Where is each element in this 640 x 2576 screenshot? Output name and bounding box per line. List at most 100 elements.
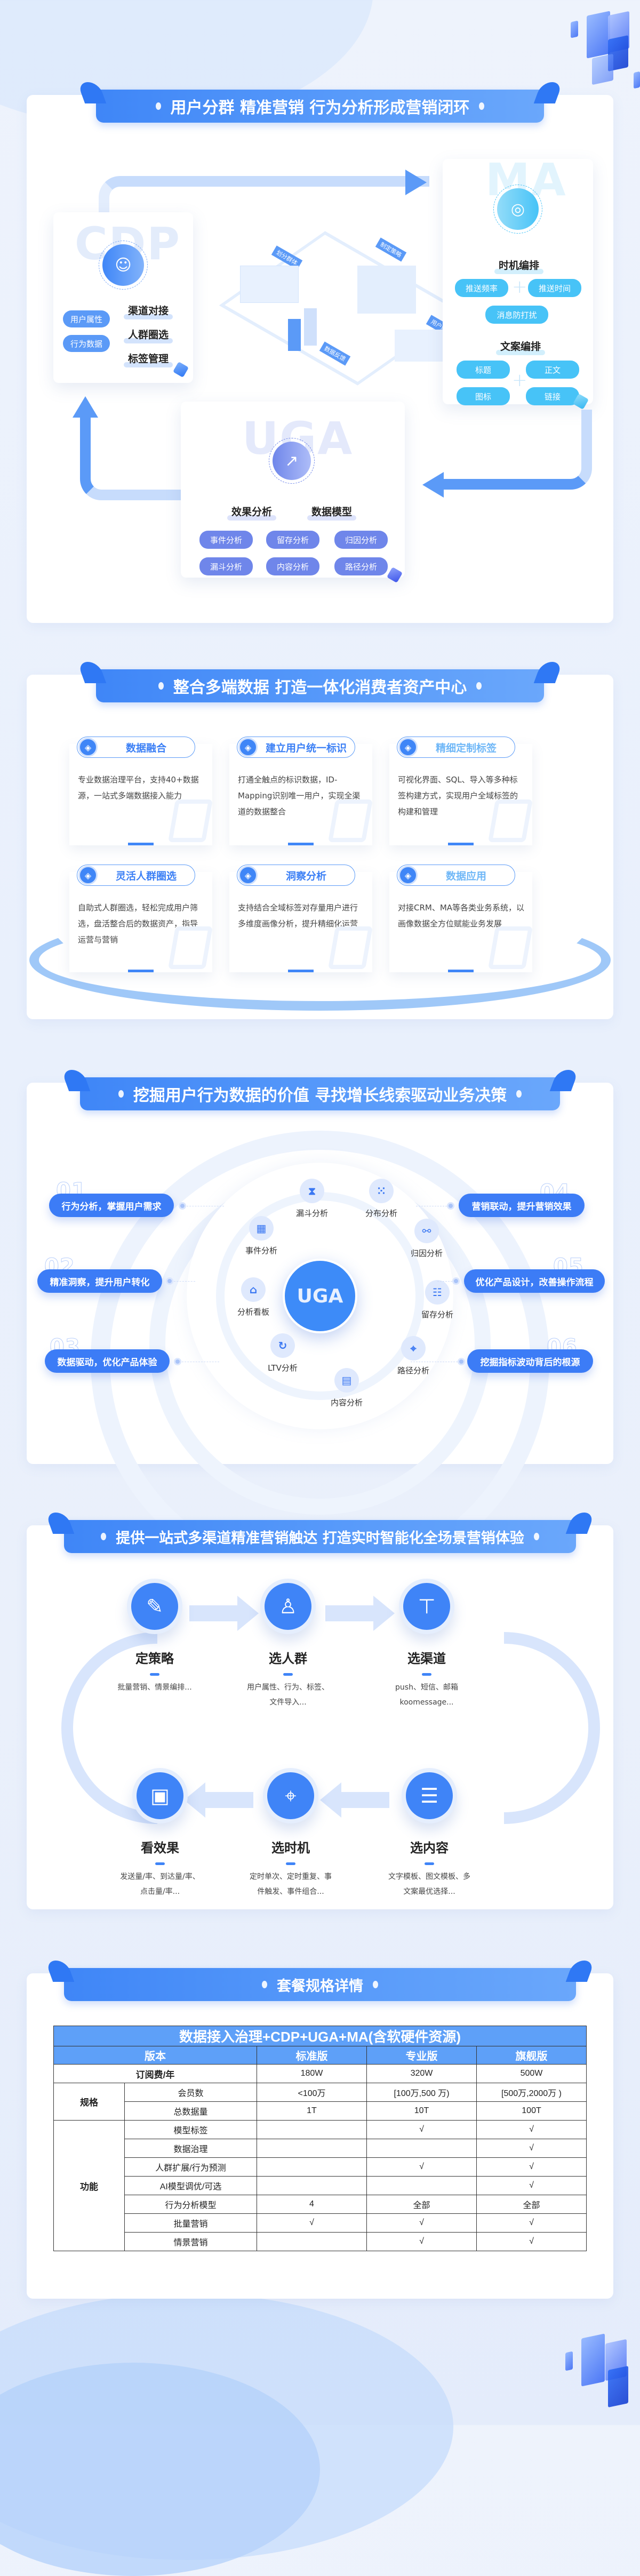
feature-card-desc: 可视化界面、SQL、导入等多种标签构建方式，实现用户全域标签的构建和管理: [398, 775, 518, 817]
value-badge: 挖掘指标波动背后的根源: [467, 1349, 593, 1373]
crosshair-icon: ⌖: [263, 1768, 318, 1823]
diamond-icon: [373, 1981, 378, 1988]
board-icon: ⌂: [241, 1277, 266, 1302]
ma-timing-title: 时机编排: [494, 258, 544, 274]
feature-card-header: ◈洞察分析: [237, 865, 355, 886]
connector-dot: [452, 1277, 460, 1285]
ma-timing-pill: 消息防打扰: [485, 306, 548, 324]
accent-bar: [288, 970, 314, 972]
feature-card-desc: 打通全触点的标识数据，ID-Mapping识别唯一用户，实现全渠道的数据整合: [238, 775, 361, 817]
uga-pill: 漏斗分析: [199, 557, 253, 575]
table-header: 标准版: [257, 2046, 367, 2065]
analysis-node[interactable]: ⌂分析看板: [221, 1277, 285, 1317]
uga-pill: 事件分析: [199, 531, 253, 549]
table-row: AI模型调优/可选 √: [54, 2176, 587, 2195]
feature-card: ◈数据融合 专业数据治理平台，支持40+数据源，一站式多端数据接入能力: [69, 737, 213, 845]
uga-pill: 归因分析: [334, 531, 388, 549]
hex-s-icon: ◈: [78, 738, 98, 757]
diamond-icon: [262, 1981, 267, 1988]
section-marketing-flow: 提供一站式多渠道精准营销触达 打造实时智能化全场景营销体验 ✎ 定策略 批量营销…: [27, 1520, 613, 1909]
flow-step: ⌖ 选时机 定时单次、定时重复、事件触发、事件组合...: [232, 1768, 349, 1899]
table-row: 数据治理 √: [54, 2139, 587, 2158]
section-title-ribbon: 整合多端数据 打造一体化消费者资产中心: [96, 669, 544, 702]
diamond-icon: [158, 682, 164, 690]
connector-dot: [166, 1277, 173, 1285]
section-title: 整合多端数据 打造一体化消费者资产中心: [173, 678, 467, 697]
flow-step: ☰ 选内容 文字模板、图文模板、多文案最优选择...: [371, 1768, 488, 1899]
watermark-icon: [167, 926, 213, 969]
accent-bar: [150, 1673, 159, 1676]
uga-center: UGA: [283, 1259, 357, 1333]
flow-step: ✎ 定策略 批量营销、情景编排...: [96, 1579, 213, 1695]
cdp-feature: 渠道对接: [123, 303, 173, 319]
table-row: 行为分析模型 4 全部 全部: [54, 2195, 587, 2214]
uga-card: UGA ↗ 效果分析 数据模型 事件分析 留存分析 归因分析 漏斗分析 内容分析…: [181, 402, 405, 583]
accent-bar: [448, 843, 474, 845]
ma-copy-title: 文案编排: [495, 339, 546, 355]
analysis-node[interactable]: ⧗漏斗分析: [280, 1179, 344, 1219]
analysis-node[interactable]: ☷留存分析: [405, 1280, 469, 1320]
feature-card-desc: 自助式人群圈选，轻松完成用户筛选，盘活整合后的数据资产，指导运营与营销: [78, 903, 198, 945]
flow-arrow-right: [325, 1596, 395, 1631]
section-behavior-value: 挖掘用户行为数据的价值 寻找增长线索驱动业务决策 UGA ⧗漏斗分析 ⁙分布分析…: [27, 1077, 613, 1589]
flow-step: ♙ 选人群 用户属性、行为、标签、文件导入...: [229, 1579, 347, 1710]
table-header: 旗舰版: [476, 2046, 587, 2065]
diamond-icon: [101, 1533, 107, 1540]
feature-card-desc: 对接CRM、MA等各类业务系统，以画像数据全方位赋能业务发展: [398, 903, 525, 929]
uga-pill: 留存分析: [266, 531, 319, 549]
feature-card-header: ◈建立用户统一标识: [237, 737, 355, 758]
accent-bar: [128, 970, 154, 972]
arrow-head-right: [405, 170, 427, 195]
connector-line: [437, 1281, 452, 1282]
loop-illustration: 划分群体 制定策略 用户触达 数据反馈: [219, 228, 469, 388]
section-consumer-asset: 整合多端数据 打造一体化消费者资产中心 ◈数据融合 专业数据治理平台，支持40+…: [27, 669, 613, 1019]
cdp-pill: 用户属性: [63, 310, 110, 327]
feature-card-header: ◈精细定制标签: [397, 737, 515, 758]
analysis-node[interactable]: ⚯归因分析: [395, 1219, 459, 1259]
clipboard-icon: ✎: [127, 1579, 182, 1634]
document-icon: ☰: [402, 1768, 457, 1823]
analysis-node[interactable]: ▦事件分析: [229, 1216, 293, 1256]
table-row: 订阅费/年 180W 320W 500W: [53, 2064, 587, 2083]
value-badge: 数据驱动，优化产品体验: [45, 1349, 170, 1373]
analysis-node[interactable]: ⁙分布分析: [349, 1179, 413, 1219]
section-title: 挖掘用户行为数据的价值 寻找增长线索驱动业务决策: [133, 1086, 507, 1105]
uga-head: 效果分析: [227, 504, 277, 521]
cube-icon: [386, 566, 403, 583]
hex-s-icon: ◈: [238, 738, 258, 757]
ma-copy-pill: 标题: [457, 361, 510, 379]
section-title-ribbon: 挖掘用户行为数据的价值 寻找增长线索驱动业务决策: [80, 1077, 560, 1110]
cdp-feature: 人群圈选: [123, 327, 173, 343]
table-row: 总数据量 1T 10T 100T: [54, 2101, 587, 2121]
analysis-node[interactable]: ▤内容分析: [315, 1368, 379, 1408]
analysis-node[interactable]: ↻LTV分析: [251, 1333, 315, 1373]
accent-bar: [128, 843, 154, 845]
flow-step: ⊤ 选渠道 push、短信、邮箱koomessage...: [368, 1579, 485, 1710]
accent-bar: [155, 1862, 165, 1865]
doc-pulse-icon: ▤: [334, 1368, 359, 1393]
analysis-node[interactable]: ⌖路径分析: [381, 1336, 445, 1376]
ma-copy-pill: 正文: [526, 361, 579, 379]
node-link-icon: ⚯: [414, 1219, 439, 1243]
target-icon: ◎: [493, 185, 542, 234]
watermark-icon: [327, 799, 373, 842]
trend-chart-icon: ↗: [269, 438, 315, 484]
uga-pill: 内容分析: [266, 557, 319, 575]
flow-step: ▣ 看效果 发送量/率、到达量/率、点击量/率...: [101, 1768, 219, 1899]
diamond-icon: [479, 102, 485, 110]
watermark-icon: [487, 799, 533, 842]
feature-card-header: ◈灵活人群圈选: [77, 865, 195, 886]
uga-pill: 路径分析: [334, 557, 388, 575]
arrow-head-up: [73, 396, 98, 418]
ma-copy-pill: 链接: [526, 387, 579, 405]
bg-wave-bottom-2: [0, 2363, 320, 2576]
table-header: 版本: [53, 2046, 257, 2065]
feature-card-header: ◈数据融合: [77, 737, 195, 758]
table-row: 规格 会员数 <100万 [100万,500 万) [500万,2000万 ): [53, 2083, 587, 2121]
accent-bar: [425, 1862, 434, 1865]
loop-arrow-left: [80, 415, 197, 500]
accent-bar: [448, 970, 474, 972]
arrow-head-left: [422, 472, 444, 498]
diamond-icon: [476, 682, 482, 690]
cycle-pulse-icon: ↻: [270, 1333, 295, 1358]
